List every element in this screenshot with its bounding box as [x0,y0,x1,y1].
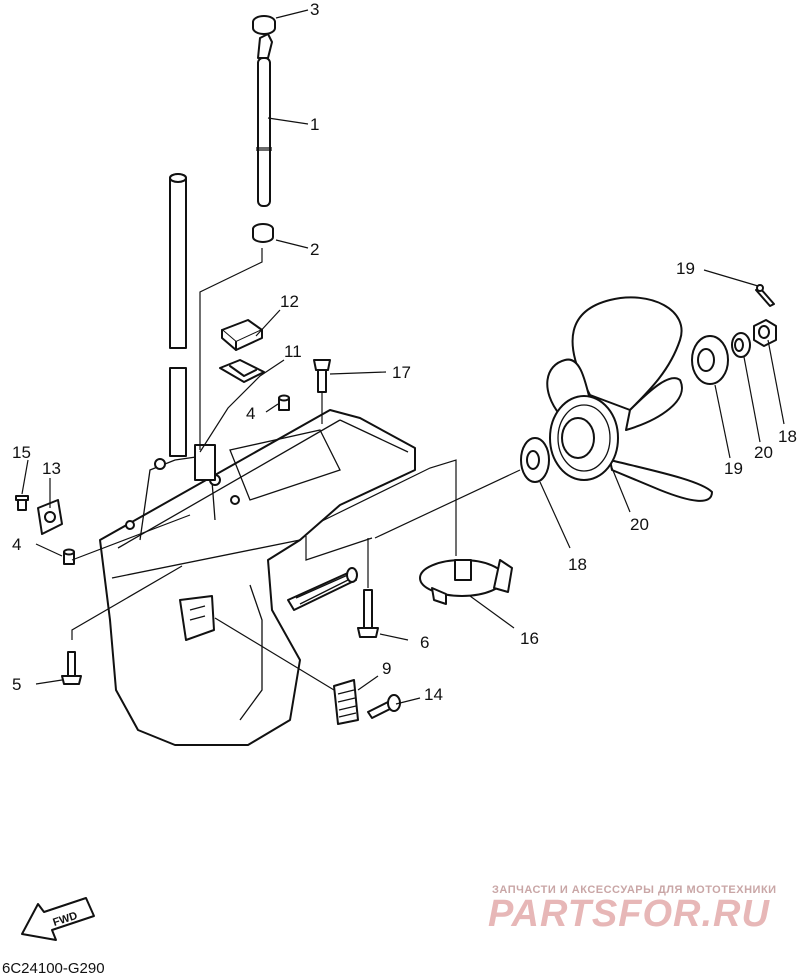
dowel-pin-part-4-lower [63,548,75,565]
grommet-part-2 [252,223,274,243]
grommet-part-7 [219,359,265,383]
fwd-direction-arrow: FWD [21,897,95,941]
watermark-tagline: ЗАПЧАСТИ И АКСЕССУАРЫ ДЛЯ МОТОТЕХНИКИ [492,884,777,896]
callout-5: 5 [12,675,22,694]
thrust-washer-part-15 [520,437,550,483]
callout-6: 6 [420,633,430,652]
callout-18: 18 [778,427,797,446]
callout-4-lower: 4 [12,535,22,554]
shift-rod-part-1 [256,33,273,207]
callout-11: 14 [424,685,443,704]
callout-leader-lines [21,9,785,705]
callout-4-upper: 4 [246,404,256,423]
callout-17: 20 [754,443,773,462]
callout-15: 18 [568,555,587,574]
drive-shaft [169,173,187,457]
callout-9: 9 [382,659,392,678]
callout-19: 19 [676,259,695,278]
propeller-shaft [287,567,358,611]
plate-part-10 [37,499,63,535]
plate-part-9 [333,679,359,725]
callout-3: 3 [310,0,320,19]
callout-16: 19 [724,459,743,478]
bolt-part-14 [313,359,331,393]
dowel-pin-part-4-upper [278,394,290,411]
screw-part-11 [367,694,401,719]
bushing-part-3 [252,15,276,35]
callout-7: 11 [284,342,302,361]
spacer-part-16 [691,335,729,385]
bolt-part-12 [15,495,29,511]
callout-8: 12 [280,292,299,311]
bolt-part-5 [61,651,82,685]
callout-12: 15 [12,443,31,462]
callout-10: 13 [42,459,61,478]
propeller-part-20 [546,296,713,502]
anode-part-13 [419,559,513,605]
callout-20: 20 [630,515,649,534]
lower-casing [99,409,416,746]
drawing-code: 6C24100-G290 [2,960,105,977]
callout-14: 17 [392,363,411,382]
propeller-nut-part-18 [753,319,777,347]
callout-13: 16 [520,629,539,648]
washer-part-17 [731,332,751,358]
callout-1: 1 [310,115,320,134]
plate-part-8 [221,319,263,351]
watermark-brand: PARTSFOR.RU [488,893,770,935]
cotter-pin-part-19 [755,284,775,307]
bolt-part-6 [357,589,379,638]
callout-2: 2 [310,240,320,259]
